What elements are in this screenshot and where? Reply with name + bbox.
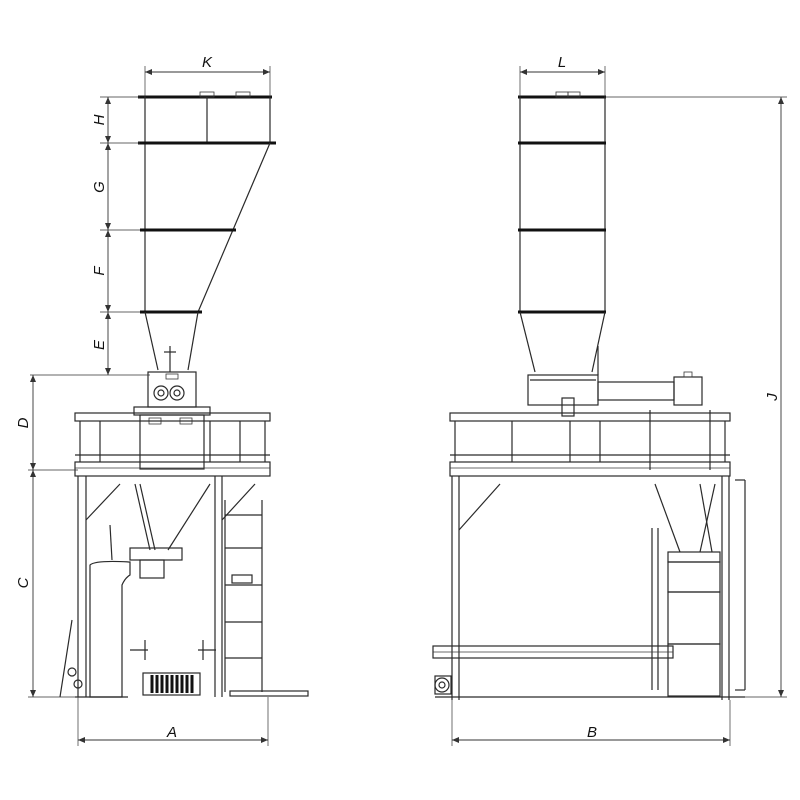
label-k: K — [202, 54, 213, 71]
front-hopper — [133, 91, 276, 470]
dimensions — [28, 66, 787, 746]
label-j: J — [764, 393, 781, 402]
side-view — [432, 91, 746, 700]
side-frame — [432, 476, 746, 700]
front-platform — [74, 412, 271, 477]
conveyor-rollers — [150, 675, 194, 693]
front-view — [59, 91, 309, 698]
label-g: G — [91, 181, 108, 193]
label-e: E — [91, 339, 108, 350]
dimension-labels: H G F E D C K L A B J — [15, 54, 781, 741]
label-h: H — [91, 114, 108, 125]
label-d: D — [15, 417, 32, 428]
front-frame — [59, 476, 309, 698]
label-f: F — [91, 266, 108, 276]
label-b: B — [587, 724, 597, 741]
label-a: A — [166, 724, 177, 741]
side-platform — [449, 410, 731, 477]
side-hopper — [518, 91, 703, 417]
label-c: C — [15, 577, 32, 588]
label-l: L — [558, 54, 566, 71]
